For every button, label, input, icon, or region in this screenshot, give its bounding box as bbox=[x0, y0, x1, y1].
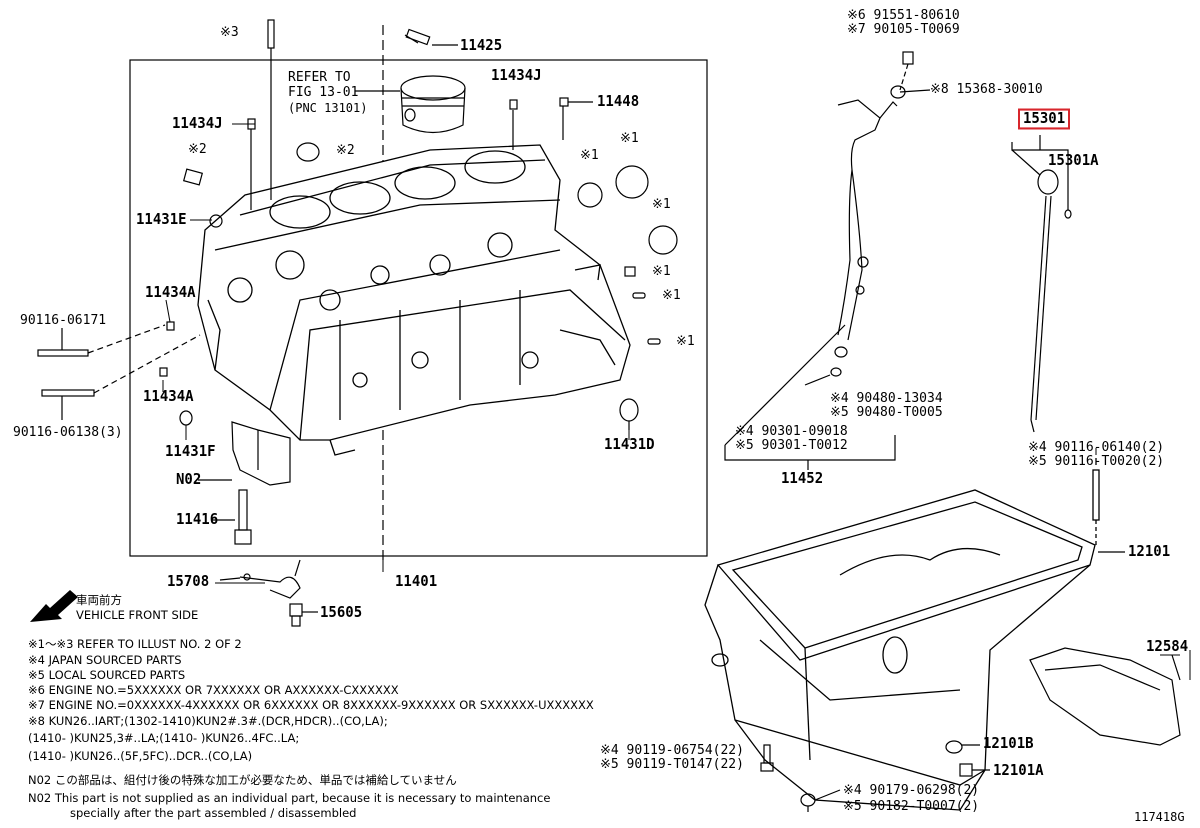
marker-x1-e: ※1 bbox=[662, 288, 681, 303]
part-15368-30010[interactable]: ※8 15368-30010 bbox=[930, 82, 1043, 97]
vehicle-front-en: VEHICLE FRONT SIDE bbox=[76, 608, 199, 622]
note-line: ※7 ENGINE NO.=0XXXXXX-4XXXXXX OR 6XXXXXX… bbox=[28, 698, 594, 712]
part-90179-06298[interactable]: ※4 90179-06298(2) bbox=[843, 783, 980, 798]
note-line: specially after the part assembled / dis… bbox=[70, 806, 357, 820]
part-11425[interactable]: 11425 bbox=[460, 37, 503, 55]
part-15301a[interactable]: 15301A bbox=[1048, 152, 1099, 170]
part-90480-13034[interactable]: ※4 90480-13034 bbox=[830, 391, 943, 406]
piston-drawing bbox=[355, 75, 466, 134]
small-parts bbox=[159, 19, 678, 430]
part-90119-t0147[interactable]: ※5 90119-T0147(22) bbox=[600, 757, 744, 772]
part-15301[interactable]: 15301 bbox=[1018, 108, 1071, 130]
part-11431d[interactable]: 11431D bbox=[604, 436, 655, 454]
note-line: ※5 LOCAL SOURCED PARTS bbox=[28, 668, 186, 682]
marker-x1-a: ※1 bbox=[580, 148, 599, 163]
note-line: N02 This part is not supplied as an indi… bbox=[28, 791, 551, 805]
part-90116-06138[interactable]: 90116-06138(3) bbox=[13, 425, 123, 440]
figure-id: 117418G bbox=[1134, 810, 1185, 824]
part-90119-06754[interactable]: ※4 90119-06754(22) bbox=[600, 743, 744, 758]
part-n02[interactable]: N02 bbox=[176, 471, 202, 489]
marker-x1-f: ※1 bbox=[676, 334, 695, 349]
engine-block-frame bbox=[129, 59, 708, 557]
note-line: (1410- )KUN25,3#..LA;(1410- )KUN26..4FC.… bbox=[28, 731, 300, 745]
part-90116-06140[interactable]: ※4 90116-06140(2) bbox=[1028, 440, 1165, 455]
part-15708[interactable]: 15708 bbox=[167, 573, 210, 591]
part-15605[interactable]: 15605 bbox=[320, 604, 363, 622]
refer-line-1: REFER TO bbox=[288, 70, 351, 85]
note-line: ※1～※3 REFER TO ILLUST NO. 2 OF 2 bbox=[28, 637, 242, 651]
marker-x3: ※3 bbox=[220, 25, 239, 40]
bracket-drawing bbox=[198, 421, 291, 545]
note-line: (1410- )KUN26..(5F,5FC)..DCR..(CO,LA) bbox=[28, 749, 253, 763]
marker-x1-d: ※1 bbox=[652, 264, 671, 279]
marker-x1-c: ※1 bbox=[652, 197, 671, 212]
part-90116-06171[interactable]: 90116-06171 bbox=[20, 313, 107, 328]
marker-x2-b: ※2 bbox=[188, 142, 207, 157]
part-90480-t0005[interactable]: ※5 90480-T0005 bbox=[830, 405, 943, 420]
part-90105-t0069[interactable]: ※7 90105-T0069 bbox=[847, 22, 960, 37]
refer-line-2: FIG 13-01 bbox=[288, 85, 359, 100]
note-line: N02 この部品は、組付け後の特殊な加工が必要なため、単品では補給していません bbox=[28, 773, 457, 787]
oil-jet-drawing bbox=[219, 559, 318, 627]
note-line: ※4 JAPAN SOURCED PARTS bbox=[28, 653, 182, 667]
note-line: ※8 KUN26..IART;(1302-1410)KUN2#.3#.(DCR,… bbox=[28, 714, 388, 728]
part-90301-09018[interactable]: ※4 90301-09018 bbox=[735, 424, 848, 439]
oil-pan-drawing bbox=[704, 458, 1125, 811]
part-91551-80610[interactable]: ※6 91551-80610 bbox=[847, 8, 960, 23]
part-90116-t0020[interactable]: ※5 90116-T0020(2) bbox=[1028, 454, 1165, 469]
marker-x2-a: ※2 bbox=[336, 143, 355, 158]
dipstick-drawing bbox=[1011, 135, 1072, 433]
part-11434a-top[interactable]: 11434A bbox=[145, 284, 196, 302]
part-11416[interactable]: 11416 bbox=[176, 511, 219, 529]
part-90301-t0012[interactable]: ※5 90301-T0012 bbox=[735, 438, 848, 453]
part-11452[interactable]: 11452 bbox=[781, 470, 824, 488]
part-11434a-bottom[interactable]: 11434A bbox=[143, 388, 194, 406]
part-11431f[interactable]: 11431F bbox=[165, 443, 216, 461]
part-11448[interactable]: 11448 bbox=[597, 93, 640, 111]
drain-plug-drawing bbox=[760, 740, 990, 812]
part-11434j-top[interactable]: 11434J bbox=[491, 67, 542, 85]
dipstick-guide-drawing bbox=[724, 51, 931, 470]
part-12101b[interactable]: 12101B bbox=[983, 735, 1034, 753]
baffle-plate-drawing bbox=[1029, 647, 1181, 746]
part-11434j-left[interactable]: 11434J bbox=[172, 115, 223, 133]
part-12101[interactable]: 12101 bbox=[1128, 543, 1171, 561]
vehicle-front-arrow bbox=[30, 590, 78, 622]
engine-block-drawing bbox=[197, 144, 631, 456]
leader-lines bbox=[162, 123, 1191, 680]
part-11401[interactable]: 11401 bbox=[395, 573, 438, 591]
part-90182-t0007[interactable]: ※5 90182-T0007(2) bbox=[843, 799, 980, 814]
part-12584[interactable]: 12584 bbox=[1146, 638, 1189, 656]
part-12101a[interactable]: 12101A bbox=[993, 762, 1044, 780]
stud-bolts bbox=[37, 324, 201, 420]
note-line: ※6 ENGINE NO.=5XXXXXX OR 7XXXXXX OR AXXX… bbox=[28, 683, 399, 697]
vehicle-front-jp: 車両前方 bbox=[76, 593, 122, 607]
refer-line-3: (PNC 13101) bbox=[288, 101, 368, 115]
marker-x1-b: ※1 bbox=[620, 131, 639, 146]
part-11431e[interactable]: 11431E bbox=[136, 211, 187, 229]
